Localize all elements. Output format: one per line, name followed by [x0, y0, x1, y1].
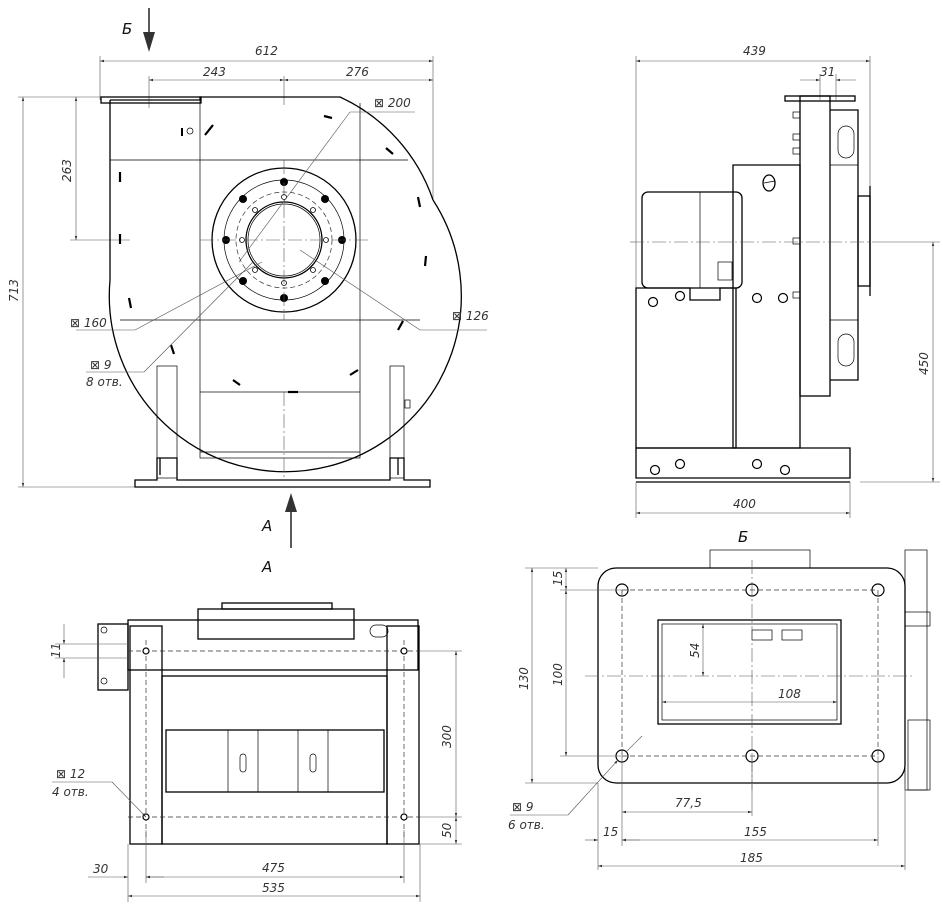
view-b-holes-size-label: ⊠ 9: [512, 800, 534, 814]
dim-11: 11: [49, 643, 63, 658]
volute-casing: [108, 100, 462, 473]
front-holes-size-label: ⊠ 9: [90, 358, 112, 372]
outlet-flange: [597, 567, 906, 784]
dim-108: 108: [778, 687, 801, 701]
view-a-indicator-label: А: [261, 517, 272, 535]
view-a-title: А: [261, 558, 272, 576]
dim-263: 263: [60, 159, 74, 182]
dim-50: 50: [440, 822, 454, 838]
dim-b-15-vertical: 15: [551, 571, 565, 586]
flange-pcd-label: ⊠ 160: [70, 316, 107, 330]
dim-276: 276: [346, 65, 369, 79]
dim-100: 100: [551, 663, 565, 686]
view-a: А 11 300 50: [49, 558, 462, 902]
dim-612: 612: [255, 44, 278, 58]
dim-155: 155: [744, 825, 767, 839]
view-a-holes-count-label: 4 отв.: [52, 785, 89, 799]
dim-450: 450: [917, 352, 931, 375]
dim-300: 300: [440, 725, 454, 748]
front-holes-count-label: 8 отв.: [86, 375, 123, 389]
view-b-indicator-label: Б: [122, 20, 132, 38]
view-b: Б 15 100 130 54 108: [508, 528, 931, 870]
dim-30: 30: [93, 862, 109, 876]
front-view: Б 612 243 276 263 713: [7, 8, 489, 548]
dim-243: 243: [203, 65, 226, 79]
flange-inner-label: ⊠ 126: [452, 309, 489, 323]
view-b-title: Б: [738, 528, 748, 546]
view-b-holes-count-label: 6 отв.: [508, 818, 545, 832]
dim-185: 185: [740, 851, 763, 865]
dim-31: 31: [820, 65, 835, 79]
dim-439: 439: [743, 44, 766, 58]
dim-475: 475: [262, 861, 285, 875]
dim-130: 130: [517, 667, 531, 690]
dim-713: 713: [7, 279, 21, 302]
dim-b-15-horizontal: 15: [603, 825, 618, 839]
dim-400: 400: [733, 497, 756, 511]
dim-535: 535: [262, 881, 285, 895]
view-a-holes-size-label: ⊠ 12: [56, 767, 85, 781]
dim-54: 54: [688, 643, 702, 658]
side-view: 439 31: [630, 44, 940, 518]
dim-77-5: 77,5: [675, 796, 702, 810]
flange-outer-size-label: ⊠ 200: [374, 96, 411, 110]
